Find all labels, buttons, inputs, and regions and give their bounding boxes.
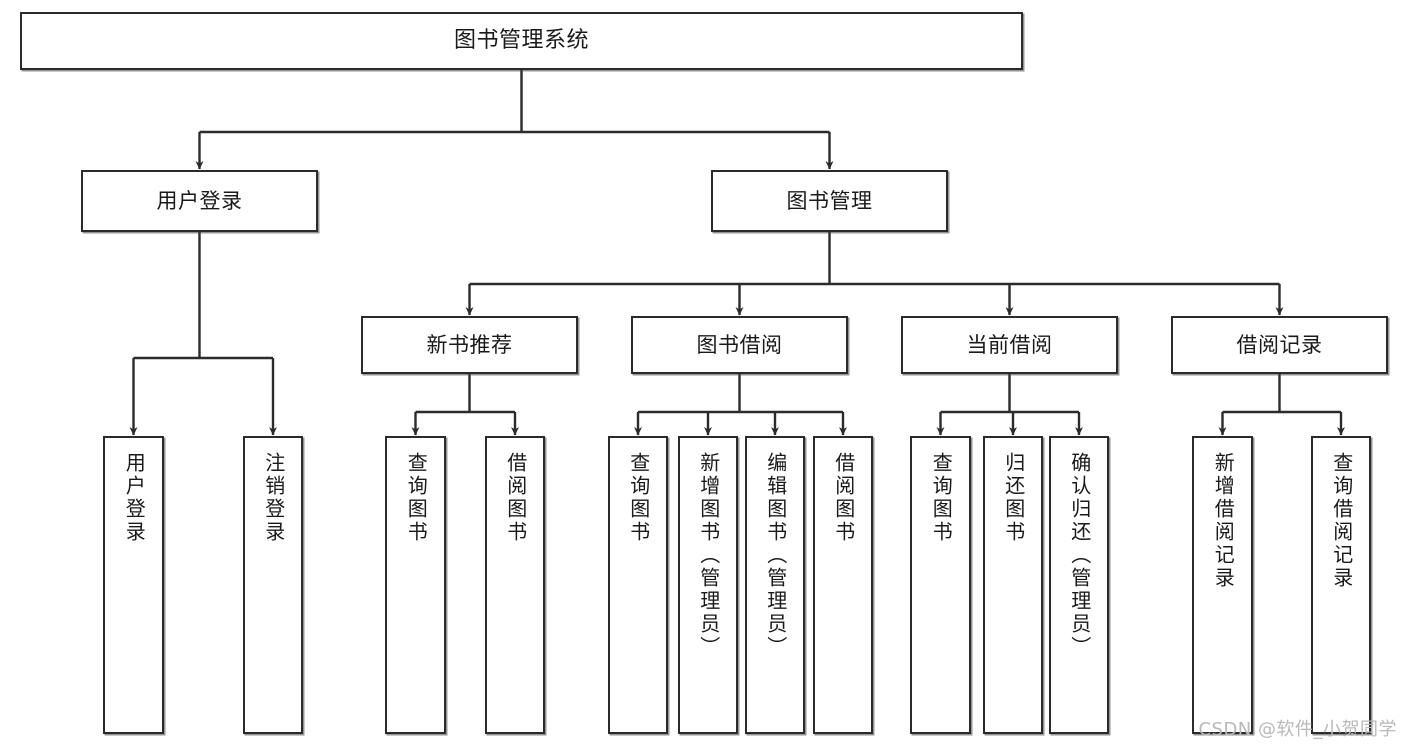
node-label: 新书推荐: [426, 332, 513, 357]
node-leaf-add-record[interactable]: 新增借阅记录: [1192, 436, 1253, 734]
node-label: 图书借阅: [696, 332, 783, 357]
node-leaf-user-login[interactable]: 用户登录: [103, 436, 164, 734]
node-leaf-query-record[interactable]: 查询借阅记录: [1311, 436, 1371, 734]
node-label: 新增借阅记录: [1211, 452, 1236, 590]
node-label: 图书管理: [786, 188, 873, 213]
node-leaf-borrow-book-1[interactable]: 借阅图书: [485, 436, 545, 734]
node-label: 确认归还（管理员）: [1067, 452, 1092, 659]
node-current-borrow[interactable]: 当前借阅: [901, 316, 1118, 374]
node-leaf-logout[interactable]: 注销登录: [243, 436, 303, 734]
node-label: 借阅图书: [831, 452, 856, 544]
node-borrow-record[interactable]: 借阅记录: [1171, 316, 1388, 374]
node-label: 借阅图书: [503, 452, 528, 544]
node-label: 查询图书: [929, 452, 954, 544]
node-leaf-borrow-book-2[interactable]: 借阅图书: [813, 436, 873, 734]
csdn-watermark: CSDN @软件_小贺同学: [1198, 719, 1397, 740]
node-label: 用户登录: [156, 188, 243, 213]
node-user-login[interactable]: 用户登录: [81, 170, 318, 232]
node-label: 查询图书: [626, 452, 651, 544]
node-book-manage[interactable]: 图书管理: [711, 170, 948, 232]
node-label: 注销登录: [261, 452, 286, 544]
node-new-book-recommend[interactable]: 新书推荐: [361, 316, 578, 374]
node-label: 编辑图书（管理员）: [763, 452, 788, 659]
node-root[interactable]: 图书管理系统: [20, 12, 1023, 70]
node-leaf-query-book-2[interactable]: 查询图书: [608, 436, 668, 734]
node-leaf-query-book-1[interactable]: 查询图书: [385, 436, 446, 734]
node-leaf-return-book[interactable]: 归还图书: [983, 436, 1043, 734]
node-label: 查询借阅记录: [1329, 452, 1354, 590]
node-label: 图书管理系统: [453, 28, 589, 54]
node-book-borrow[interactable]: 图书借阅: [631, 316, 848, 374]
node-leaf-add-book[interactable]: 新增图书（管理员）: [678, 436, 738, 734]
node-label: 借阅记录: [1236, 332, 1323, 357]
node-label: 查询图书: [404, 452, 429, 544]
node-leaf-confirm-return[interactable]: 确认归还（管理员）: [1049, 436, 1109, 734]
node-label: 新增图书（管理员）: [696, 452, 721, 659]
node-leaf-query-book-3[interactable]: 查询图书: [910, 436, 971, 734]
node-label: 当前借阅: [966, 332, 1053, 357]
node-label: 归还图书: [1001, 452, 1026, 544]
node-leaf-edit-book[interactable]: 编辑图书（管理员）: [745, 436, 805, 734]
node-label: 用户登录: [122, 452, 147, 544]
